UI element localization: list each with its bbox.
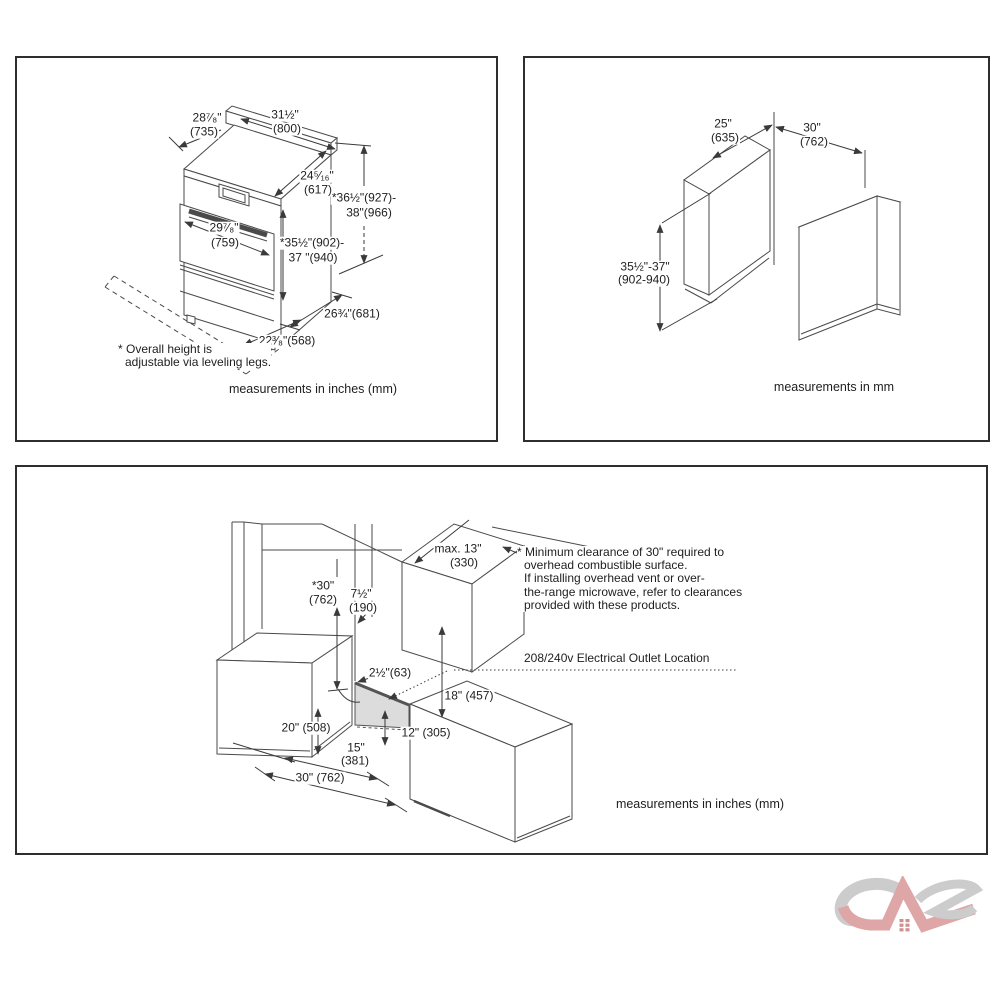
dim-cabinet-depth-in: 25" xyxy=(713,116,733,131)
dim-back-width-in: 28⁷⁄₈" xyxy=(191,110,223,125)
dim-cabinet-depth-mm: (635) xyxy=(709,130,741,145)
dim-total-height-1: *36½"(927)- xyxy=(330,190,398,205)
installation-isometric-drawing xyxy=(17,467,986,853)
height-note-line1: * Overall height is xyxy=(118,342,272,357)
clearance-note: * Minimum clearance of 30" required to o… xyxy=(517,545,743,613)
dim-cabinet-height-mm: (902-940) xyxy=(616,272,672,287)
height-note-line2: adjustable via leveling legs. xyxy=(118,356,272,370)
dim-total-height-2: 38"(966) xyxy=(345,205,393,220)
dim-outlet-center-in: 15" xyxy=(346,740,366,755)
clearance-note-line2: overhead combustible surface. xyxy=(517,559,743,573)
dim-door-width-in: 29⁷⁄₈" xyxy=(208,220,240,235)
dim-clearance-mm: (762) xyxy=(307,592,339,607)
panel-cabinet-cutout: 25" (635) 30" (762) 35½"-37" (902-940) m… xyxy=(523,56,990,442)
clearance-note-line3: If installing overhead vent or over- xyxy=(517,572,743,586)
dim-upper-height: 18" (457) xyxy=(443,688,495,703)
dim-cooktop-height-2: 37 "(940) xyxy=(287,250,339,265)
dim-outlet-offset-mm: (190) xyxy=(347,600,379,615)
dim-opening-width: 30" (762) xyxy=(294,770,346,785)
dim-clearance-in: *30" xyxy=(310,578,336,593)
dim-back-width-mm: (735) xyxy=(188,124,220,139)
outlet-location-label: 208/240v Electrical Outlet Location xyxy=(524,651,710,665)
dim-overhead-depth-in: max. 13" xyxy=(433,541,483,556)
clearance-note-line5: provided with these products. xyxy=(517,598,743,613)
dim-overhead-depth-mm: (330) xyxy=(448,555,480,570)
dim-opening-width-in: 30" xyxy=(802,120,822,135)
dim-counter-height: 20" (508) xyxy=(280,720,332,735)
dim-top-width-in: 31½" xyxy=(270,107,300,122)
units-note-mm: measurements in mm xyxy=(773,380,895,394)
panel-range-dimensions: 28⁷⁄₈" (735) 31½" (800) 24⁵⁄₁₆" (617) *3… xyxy=(15,56,498,442)
dim-base-depth: 26¾"(681) xyxy=(323,306,381,321)
dim-base-width: 22³⁄₈"(568) xyxy=(257,333,317,348)
dim-door-width-mm: (759) xyxy=(209,235,241,250)
dim-top-depth-mm: (617) xyxy=(302,182,334,197)
dim-outlet-width: 2½"(63) xyxy=(367,665,413,680)
range-isometric-drawing xyxy=(17,58,496,440)
clearance-note-line4: the-range microwave, refer to clearances xyxy=(517,585,743,599)
cutout-isometric-drawing xyxy=(656,58,988,440)
dim-cabinet-height-in: 35½"-37" xyxy=(619,259,671,274)
units-note-inches-2: measurements in inches (mm) xyxy=(615,797,785,811)
units-note-inches: measurements in inches (mm) xyxy=(228,382,398,396)
dim-top-width-mm: (800) xyxy=(271,121,303,136)
cas-logo-icon xyxy=(822,876,990,956)
dim-outlet-center-mm: (381) xyxy=(339,753,371,768)
dim-opening-width-mm: (762) xyxy=(798,134,830,149)
dim-outlet-offset-in: 7½" xyxy=(349,586,373,601)
cas-logo-watermark xyxy=(822,876,990,956)
clearance-note-line1: * Minimum clearance of 30" required to xyxy=(517,545,743,560)
panel-installation-clearances: max. 13" (330) *30" (762) 7½" (190) 2½"(… xyxy=(15,465,988,855)
dim-outlet-height: 12" (305) xyxy=(400,725,452,740)
cas-logo-window-icon xyxy=(899,919,910,932)
dim-cooktop-height-1: *35½"(902)- xyxy=(278,235,346,250)
height-note: * Overall height is adjustable via level… xyxy=(118,342,272,370)
dim-top-depth-in: 24⁵⁄₁₆" xyxy=(299,168,335,183)
